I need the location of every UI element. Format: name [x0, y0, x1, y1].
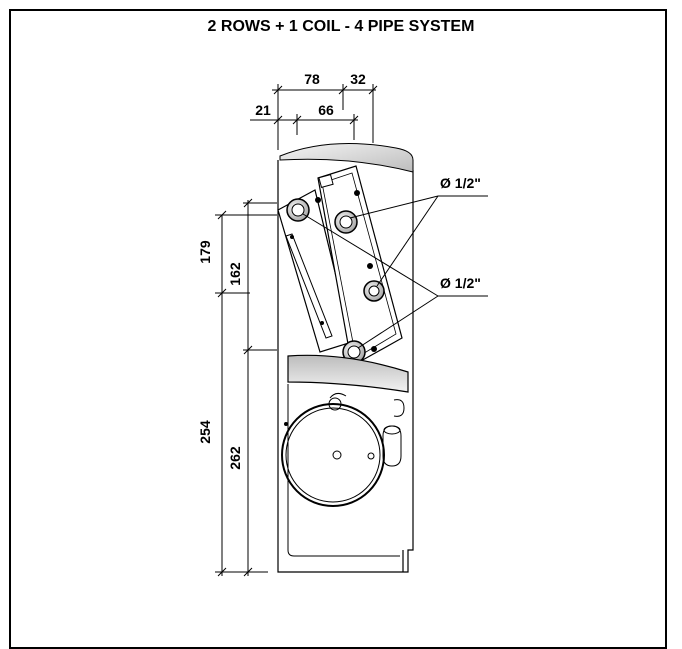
dim-21: 21: [255, 102, 271, 118]
unit-body: [277, 160, 414, 573]
drain-tray: [287, 354, 409, 393]
dim-254: 254: [197, 420, 213, 444]
pipe-fitting-2: [334, 210, 358, 234]
top-dimensions: [250, 84, 378, 150]
leader-lines: [302, 195, 488, 349]
dim-66: 66: [318, 102, 334, 118]
dim-78: 78: [304, 71, 320, 87]
pipe-fitting-3: [363, 280, 385, 302]
dim-262: 262: [227, 446, 243, 470]
fan-assembly: [281, 384, 405, 557]
dim-162: 162: [227, 262, 243, 286]
pipe-fitting-1: [286, 198, 310, 222]
dim-32: 32: [350, 71, 366, 87]
coil-assembly: [277, 165, 403, 367]
pipe-callout-upper: Ø 1/2": [440, 175, 481, 191]
left-dimensions: [215, 198, 277, 577]
dim-179: 179: [197, 240, 213, 264]
top-cover: [279, 143, 414, 173]
technical-drawing: 78 32 21 66 179 162 254 262: [197, 71, 488, 577]
pipe-callout-lower: Ø 1/2": [440, 275, 481, 291]
drawing-title: 2 ROWS + 1 COIL - 4 PIPE SYSTEM: [207, 18, 475, 35]
